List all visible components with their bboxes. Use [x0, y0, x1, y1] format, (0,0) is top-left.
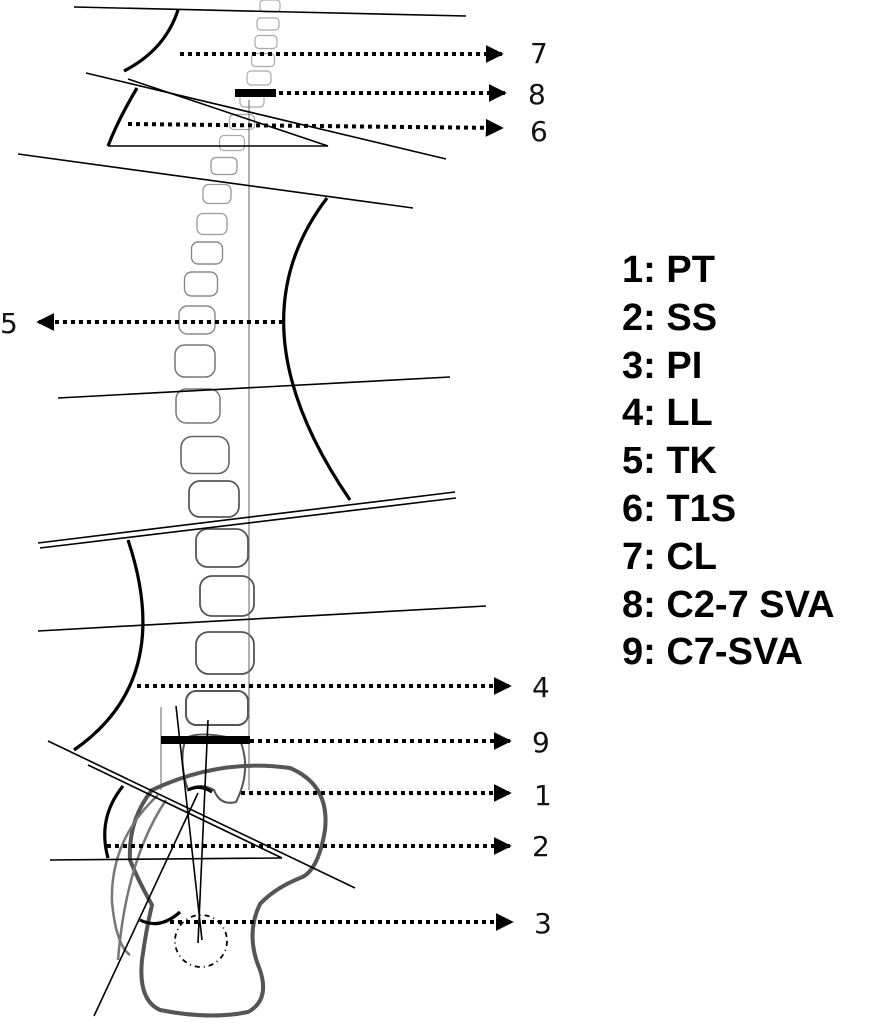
pelvis: [110, 763, 328, 1018]
ll-upper-line-b: [39, 497, 457, 549]
label-2: 2: [532, 830, 550, 863]
lumbar-lordosis-construction: [37, 491, 487, 752]
legend-item-c2-7-sva: 8: C2-7 SVA: [622, 583, 835, 626]
t1-slope-construction: [106, 78, 329, 147]
legend-item-ss: 2: SS: [622, 296, 718, 339]
legend-item-tk: 5: TK: [622, 440, 717, 483]
cl-upper-line: [73, 6, 467, 17]
label-1: 1: [534, 779, 552, 812]
cervical-lordosis-construction: [73, 6, 467, 160]
vertebra: [246, 70, 272, 86]
vertebra: [256, 17, 280, 31]
vertebra: [174, 344, 216, 378]
vertebra: [210, 156, 238, 176]
tk-upper-line: [17, 153, 414, 209]
measurement-number-labels: 7 8 6 5 4 9 1 2 3: [0, 37, 552, 940]
arrow-6: [127, 118, 504, 137]
legend-item-pt: 1: PT: [622, 249, 715, 291]
ss-angle-arc: [103, 784, 125, 859]
vertebra: [175, 388, 221, 424]
vertebra: [183, 271, 219, 297]
vertebra: [259, 0, 281, 13]
label-4: 4: [532, 671, 550, 704]
vertebra: [202, 183, 232, 205]
legend-item-t1s: 6: T1S: [622, 487, 737, 530]
sacral-endplate-line: [87, 764, 283, 859]
femoral-head-arc: [139, 910, 182, 926]
plumb-lines: [160, 100, 250, 790]
tk-lower-line: [57, 376, 451, 399]
legend-item-c7-sva: 9: C7-SVA: [622, 631, 803, 674]
legend-item-ll: 4: LL: [622, 392, 713, 435]
femoral-head-circle: [174, 914, 228, 968]
ischium-inner-curve-a: [110, 794, 159, 957]
pelvic-tilt-line: [47, 740, 356, 889]
ll-angle-arc: [73, 539, 145, 752]
legend-item-cl: 7: CL: [622, 535, 717, 578]
vertebra: [218, 134, 246, 152]
measurement-arrows: [36, 45, 514, 931]
cl-lower-line: [85, 72, 447, 160]
label-3: 3: [534, 907, 552, 940]
vertebra: [254, 34, 278, 50]
vertebra: [195, 631, 255, 675]
t1s-angle-arc: [106, 87, 139, 147]
pt-marker-arc: [187, 785, 213, 794]
tk-angle-arc: [282, 197, 352, 501]
pi-leg-line: [93, 792, 199, 1017]
thoracic-kyphosis-construction: [17, 153, 451, 501]
ischium-inner-curve-b: [116, 799, 168, 961]
pi-vertical-line: [175, 705, 203, 941]
label-9: 9: [532, 726, 550, 759]
legend-item-pi: 3: PI: [622, 344, 703, 387]
label-8: 8: [528, 78, 546, 111]
vertebra: [185, 690, 249, 726]
ll-upper-line-a: [37, 491, 456, 544]
t1-endplate-line: [127, 78, 329, 147]
vertebra: [196, 212, 228, 236]
parameter-legend: 1: PT 2: SS 3: PI 4: LL 5: TK 6: T1S 7: …: [622, 247, 835, 677]
pelvic-parameters-construction: [47, 705, 356, 1017]
spine-vertebrae: [174, 0, 281, 804]
ilium-outline: [127, 763, 328, 1018]
label-5: 5: [0, 307, 18, 340]
vertebra: [180, 435, 230, 475]
vertebra: [188, 480, 240, 518]
sacral-horizontal-line: [49, 857, 283, 861]
ll-lower-line: [37, 605, 487, 632]
vertebra: [190, 241, 224, 265]
label-7: 7: [530, 37, 548, 70]
vertebra: [199, 575, 255, 617]
cl-angle-arc: [123, 9, 180, 73]
label-6: 6: [530, 115, 548, 148]
vertebra: [195, 528, 249, 568]
pi-perpendicular-line: [197, 719, 209, 944]
